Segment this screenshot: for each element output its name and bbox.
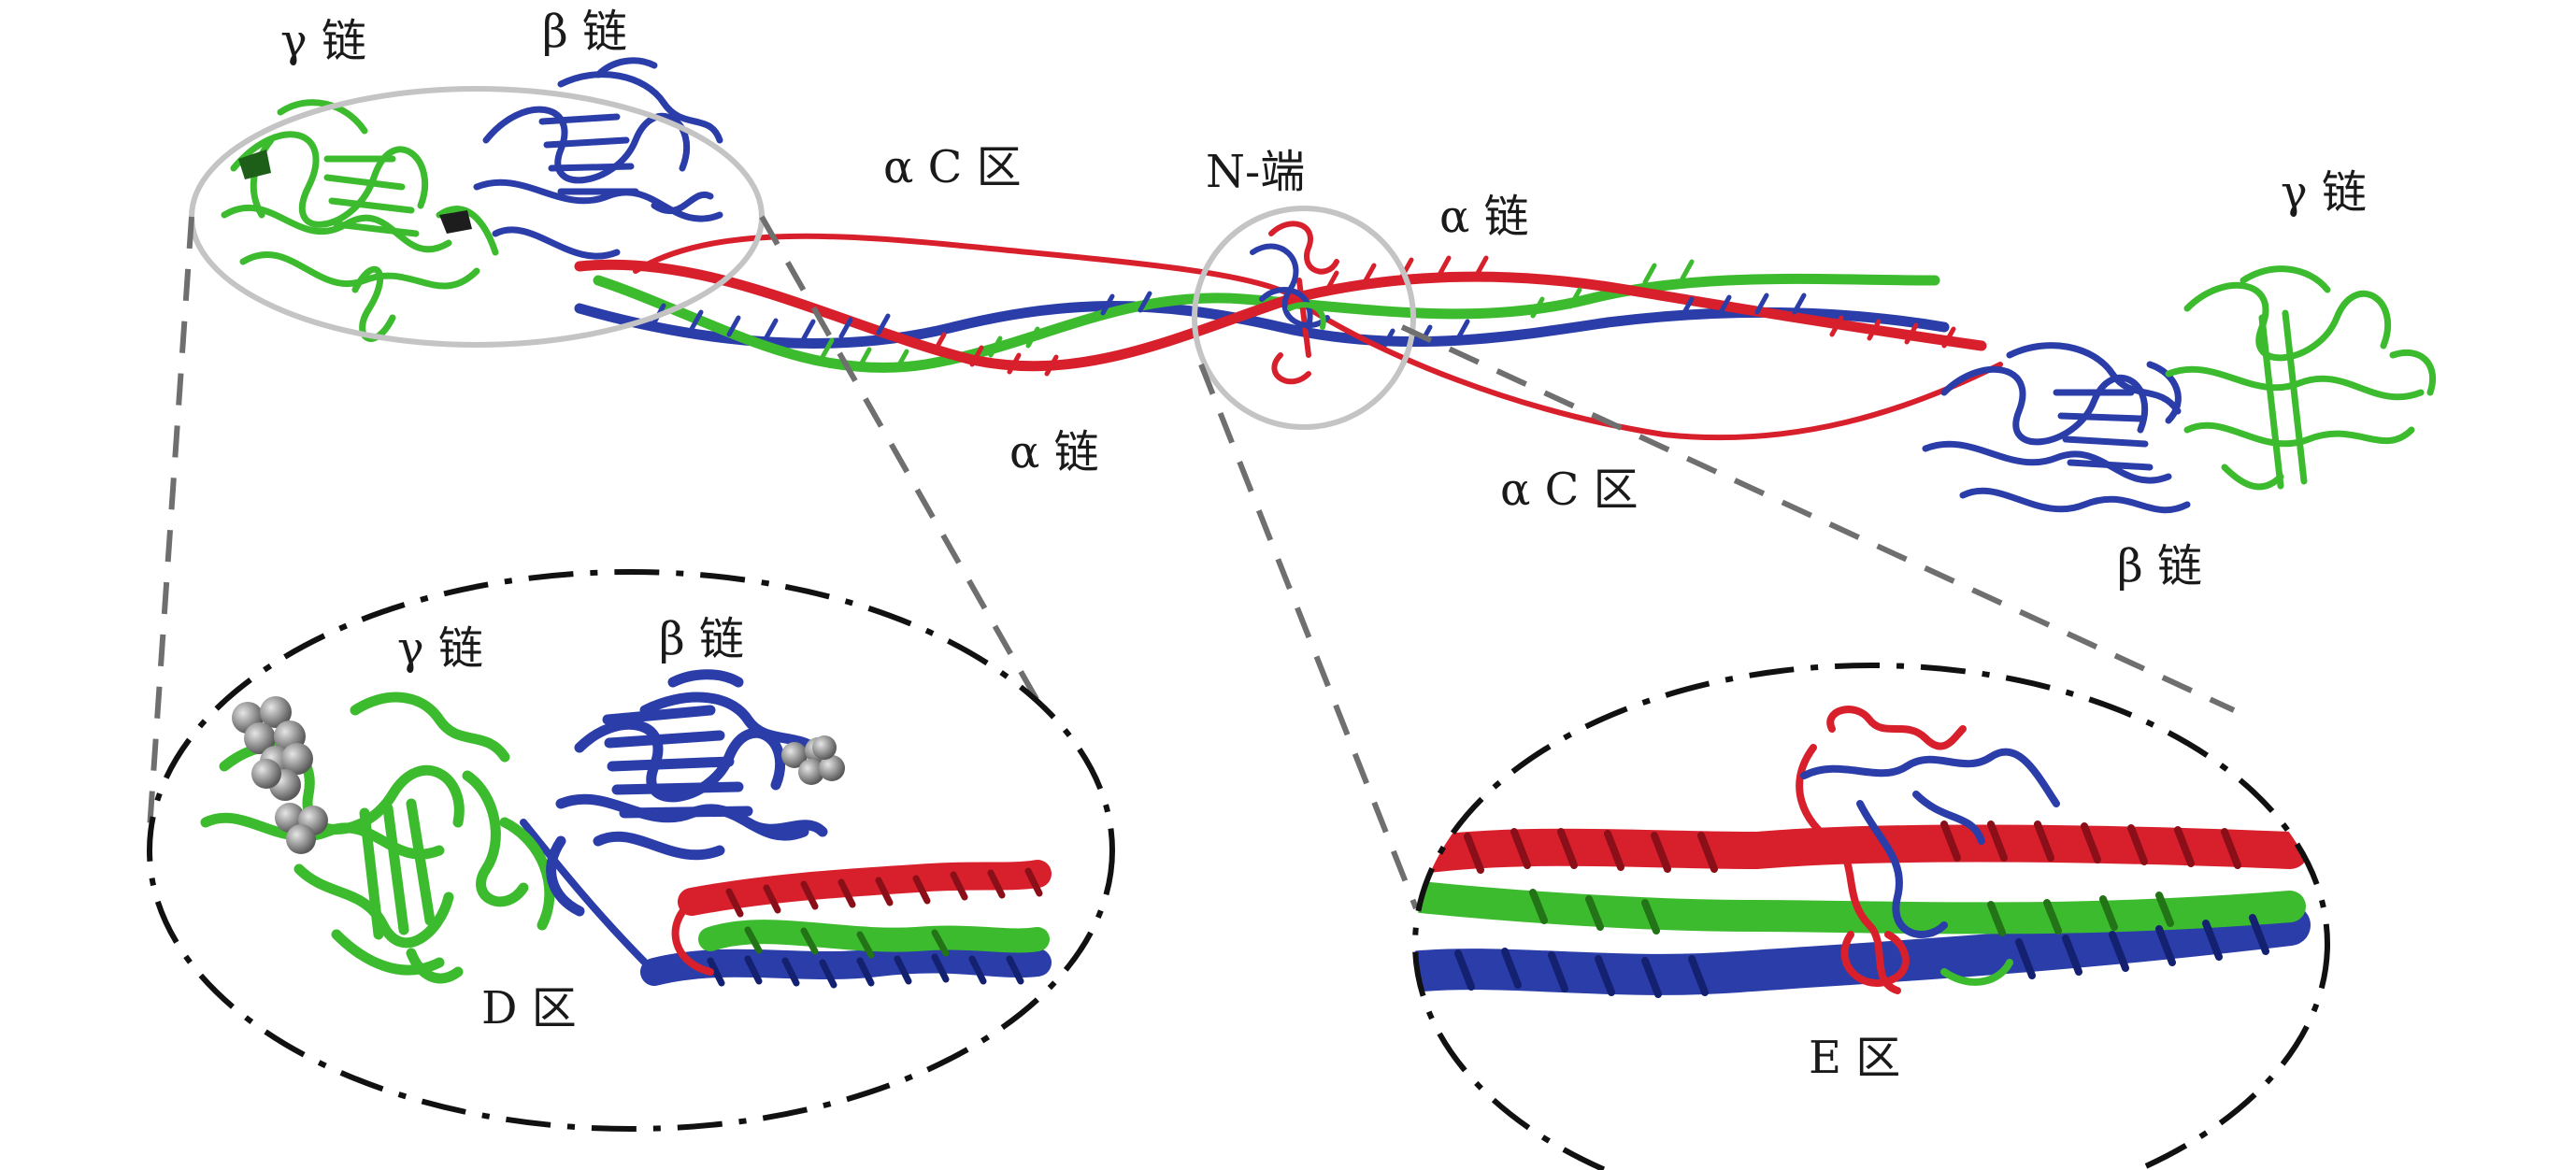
label-alpha-chain-lower: α 链 <box>1009 426 1099 478</box>
label-beta-chain-inset: β 链 <box>659 613 744 665</box>
right-beta-cluster <box>1922 342 2191 514</box>
inset-beta-chain-cluster <box>546 669 828 917</box>
left-gamma-dark-patch <box>238 150 271 179</box>
shaft-green-strand <box>593 273 1940 373</box>
label-e-region: E 区 <box>1809 1032 1900 1084</box>
right-d-domain <box>1922 265 2437 514</box>
label-n-terminus: N-端 <box>1206 146 1305 198</box>
inset-e-central-knot <box>1796 706 2060 994</box>
left-gamma-cluster <box>221 99 499 342</box>
shaft-blue-strand <box>574 301 1950 349</box>
label-beta-chain-top-left: β 链 <box>542 6 627 58</box>
label-alpha-c-region-lower: α C 区 <box>1500 464 1639 516</box>
n-terminal-knot <box>1250 221 1339 385</box>
d-region-inset <box>147 569 1115 1132</box>
label-beta-chain-right: β 链 <box>2117 540 2202 592</box>
label-gamma-chain-right: γ 链 <box>2281 166 2367 219</box>
coiled-coil-shaft <box>574 233 2003 441</box>
inset-calcium-spheres-left <box>232 696 328 854</box>
left-d-domain <box>221 57 723 342</box>
main-molecule <box>221 57 2437 514</box>
inset-d-coiled-coil <box>520 819 1052 989</box>
inset-e-outline <box>1412 663 2330 1170</box>
label-alpha-chain-upper: α 链 <box>1439 191 1529 243</box>
alpha-c-loop-lower <box>1306 306 2003 441</box>
label-gamma-chain-top-left: γ 链 <box>280 15 366 67</box>
left-beta-cluster <box>473 57 723 260</box>
inset-calcium-spheres-right <box>781 735 845 785</box>
alpha-c-loop-upper <box>633 233 1293 297</box>
highlight-circle-e-region <box>1192 206 1416 430</box>
inset-e-coiled-coils <box>1415 820 2311 998</box>
leader-lines <box>147 215 2236 910</box>
e-region-inset <box>1412 663 2330 1170</box>
inset-d-outline <box>147 569 1115 1132</box>
shaft-helix-texture <box>651 255 1956 377</box>
label-d-region: D 区 <box>481 982 577 1034</box>
label-alpha-c-region-upper: α C 区 <box>883 141 1022 193</box>
shaft-red-strand <box>574 259 1987 372</box>
label-gamma-chain-inset: γ 链 <box>397 622 483 675</box>
labels: γ 链 β 链 α C 区 N-端 α 链 γ 链 α 链 α C 区 β 链 … <box>280 6 2367 1084</box>
right-gamma-cluster <box>2165 265 2437 491</box>
